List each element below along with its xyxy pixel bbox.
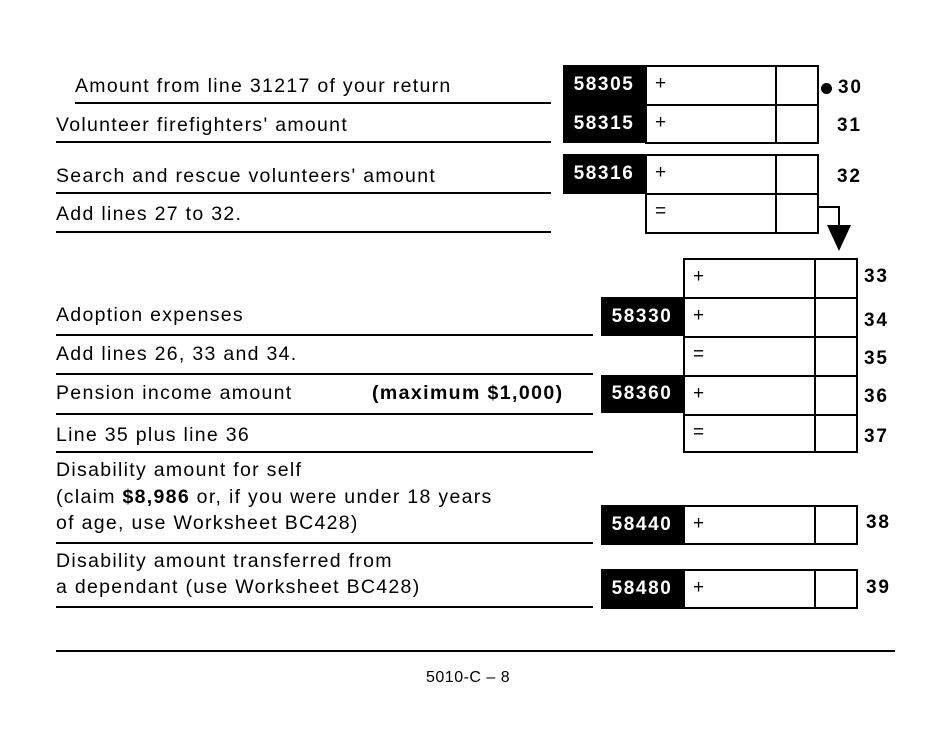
disability-claim-amount: $8,986 — [122, 486, 190, 508]
line-35-number: 35 — [864, 348, 889, 369]
line-34-amount-field[interactable]: + — [683, 297, 858, 338]
plus-sign: + — [693, 577, 705, 598]
divider — [56, 413, 593, 415]
line-37-amount-field[interactable]: = — [683, 414, 858, 453]
divider — [56, 542, 593, 544]
line-38-amount-field[interactable]: + — [683, 505, 858, 545]
line-33-cents-field[interactable] — [814, 260, 816, 297]
line-32-amount-field[interactable]: + — [645, 154, 819, 195]
line-32-number: 32 — [837, 166, 862, 187]
equals-sign: = — [693, 422, 705, 443]
line-36-code: 58360 — [601, 375, 683, 413]
line-30-label: Amount from line 31217 of your return — [75, 75, 452, 97]
line-31-code: 58315 — [563, 104, 645, 143]
line-33-amount-field[interactable]: + — [683, 258, 858, 299]
plus-sign: + — [655, 162, 667, 183]
line-31-amount-field[interactable]: + — [645, 104, 819, 144]
divider — [75, 102, 551, 104]
line-36-cents-field[interactable] — [814, 377, 816, 414]
divider — [56, 231, 551, 233]
divider — [56, 192, 551, 194]
line-31-label: Volunteer firefighters' amount — [56, 114, 349, 136]
line-32-code: 58316 — [563, 154, 645, 194]
line-34-label: Adoption expenses — [56, 304, 244, 326]
line-33-number: 33 — [864, 266, 889, 287]
line-30-amount-field[interactable]: + — [645, 65, 819, 106]
divider — [56, 606, 593, 608]
line-39-label-1: Disability amount transferred from — [56, 550, 393, 572]
line-30-code: 58305 — [563, 65, 645, 104]
line-39-number: 39 — [866, 577, 891, 598]
bullet-icon — [821, 83, 832, 94]
sum-27-32-label: Add lines 27 to 32. — [56, 203, 243, 225]
line-31-number: 31 — [837, 115, 862, 136]
line-30-number: 30 — [838, 77, 863, 98]
divider — [56, 141, 551, 143]
plus-sign: + — [655, 73, 667, 94]
line-34-cents-field[interactable] — [814, 299, 816, 336]
line-31-cents-field[interactable] — [775, 106, 777, 142]
line-35-amount-field[interactable]: = — [683, 336, 858, 377]
equals-sign: = — [655, 201, 667, 222]
line-39-amount-field[interactable]: + — [683, 569, 858, 609]
text: or, if you were under 18 years — [189, 486, 493, 508]
sum-27-32-cents-field[interactable] — [775, 195, 777, 232]
line-36-label: Pension income amount — [56, 382, 293, 404]
line-32-cents-field[interactable] — [775, 156, 777, 193]
line-38-code: 58440 — [601, 505, 683, 545]
line-37-label: Line 35 plus line 36 — [56, 424, 251, 446]
divider — [56, 451, 593, 453]
line-39-label-2: a dependant (use Worksheet BC428) — [56, 576, 421, 598]
line-38-label-2: (claim $8,986 or, if you were under 18 y… — [56, 484, 493, 511]
plus-sign: + — [693, 305, 705, 326]
equals-sign: = — [693, 344, 705, 365]
page-number: 5010-C – 8 — [426, 669, 511, 686]
line-38-label-3: of age, use Worksheet BC428) — [56, 512, 359, 534]
divider — [56, 373, 593, 375]
sum-27-32-amount-field[interactable]: = — [645, 193, 819, 234]
line-35-cents-field[interactable] — [814, 338, 816, 375]
line-32-label: Search and rescue volunteers' amount — [56, 165, 437, 187]
line-34-code: 58330 — [601, 297, 683, 336]
arrow-down-icon — [817, 206, 851, 251]
line-36-maximum-note: (maximum $1,000) — [372, 382, 564, 404]
plus-sign: + — [693, 513, 705, 534]
line-38-cents-field[interactable] — [814, 507, 816, 543]
line-38-label-1: Disability amount for self — [56, 459, 303, 481]
plus-sign: + — [693, 383, 705, 404]
line-39-code: 58480 — [601, 569, 683, 609]
line-37-cents-field[interactable] — [814, 416, 816, 451]
line-39-cents-field[interactable] — [814, 571, 816, 607]
line-37-number: 37 — [864, 426, 889, 447]
plus-sign: + — [655, 112, 667, 133]
line-38-number: 38 — [866, 512, 891, 533]
text: (claim — [56, 486, 123, 508]
plus-sign: + — [693, 266, 705, 287]
line-30-cents-field[interactable] — [775, 67, 777, 104]
line-36-amount-field[interactable]: + — [683, 375, 858, 416]
line-34-number: 34 — [864, 310, 889, 331]
divider — [56, 334, 593, 336]
line-36-number: 36 — [864, 386, 889, 407]
line-35-label: Add lines 26, 33 and 34. — [56, 343, 298, 365]
footer-divider — [56, 650, 895, 652]
